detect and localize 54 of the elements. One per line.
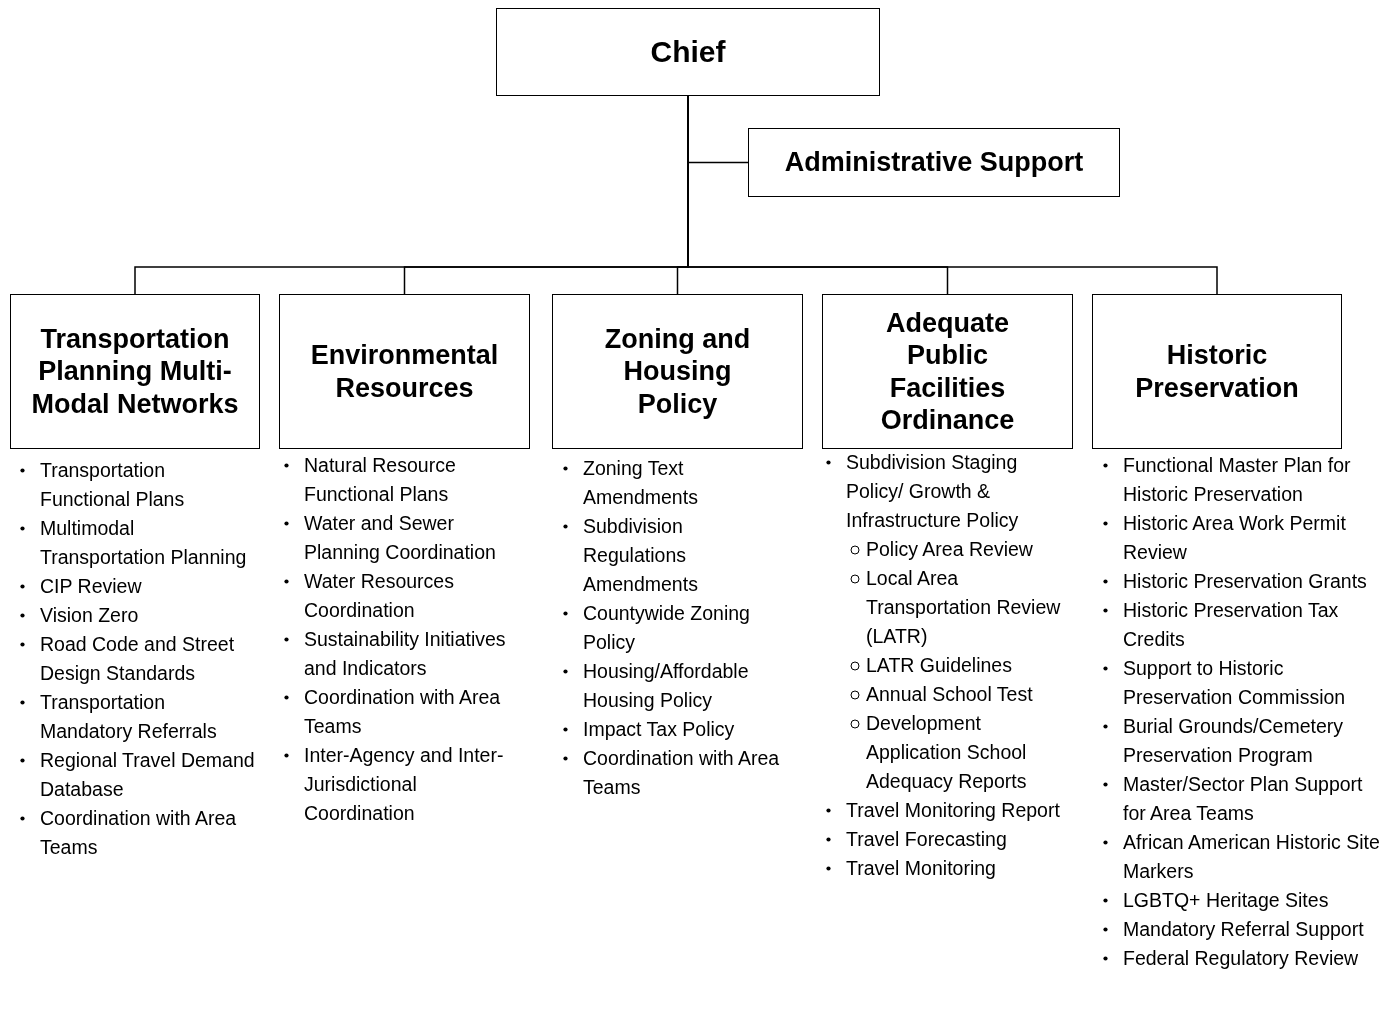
list-item: African American Historic Site Markers xyxy=(1123,831,1380,882)
list-item: Coordination with Area Teams xyxy=(583,747,780,798)
box-title: Administrative Support xyxy=(784,146,1084,179)
list-item: Subdivision Regulations Amendments xyxy=(583,515,698,595)
org-box xyxy=(10,294,260,449)
list-item: Water and Sewer Planning Coordination xyxy=(304,512,496,563)
list-item: CIP Review xyxy=(40,575,142,597)
list-item: Federal Regulatory Review xyxy=(1123,947,1359,969)
box-title: Zoning and Housing Policy xyxy=(603,322,752,421)
list-item: Historic Preservation Tax Credits xyxy=(1123,599,1339,650)
box-title: Transportation Planning Multi-Modal Networks xyxy=(30,322,240,421)
box-title: Adequate Public Facilities Ordinance xyxy=(879,306,1016,437)
list-item: Burial Grounds/Cemetery Preservation Program xyxy=(1123,715,1343,766)
org-box xyxy=(748,128,1120,197)
list-item: Travel Monitoring Report xyxy=(846,799,1060,821)
list-item: Historic Preservation Grants xyxy=(1123,570,1367,592)
list-item: Master/Sector Plan Support for Area Teams xyxy=(1123,773,1363,824)
list-item: LGBTQ+ Heritage Sites xyxy=(1123,889,1329,911)
list-item: Housing/Affordable Housing Policy xyxy=(583,660,749,711)
org-box xyxy=(496,8,880,96)
list-item: Historic Area Work Permit Review xyxy=(1123,512,1346,563)
list-item: LATR Guidelines xyxy=(866,654,1012,676)
list-item: Sustainability Initiatives and Indicators xyxy=(304,628,506,679)
list-item: Travel Monitoring xyxy=(846,857,996,879)
list-item: Mandatory Referral Support xyxy=(1123,918,1364,940)
list-item: Subdivision Staging Policy/ Growth & Infrastructure Policy xyxy=(846,451,1019,531)
org-box xyxy=(552,294,803,449)
list-item: Policy Area Review xyxy=(866,538,1033,560)
list-item: Functional Master Plan for Historic Preservation xyxy=(1123,454,1351,505)
list-item: Travel Forecasting xyxy=(846,828,1007,850)
list-item: Coordination with Area Teams xyxy=(40,807,237,858)
box-title: Environmental Resources xyxy=(309,339,500,404)
box-title: Historic Preservation xyxy=(1134,339,1300,404)
list-item: Impact Tax Policy xyxy=(583,718,735,740)
list-item: Transportation Mandatory Referrals xyxy=(40,691,217,742)
list-item: Zoning Text Amendments xyxy=(583,457,698,508)
list-item: Annual School Test xyxy=(866,683,1033,705)
list-item: Vision Zero xyxy=(40,604,139,626)
list-item: Natural Resource Functional Plans xyxy=(304,454,456,505)
list-item: Inter-Agency and Inter-Jurisdictional Coordination xyxy=(304,744,504,824)
org-box xyxy=(1092,294,1342,449)
list-item: Multimodal Transportation Planning xyxy=(40,517,247,568)
box-title: Chief xyxy=(650,34,726,70)
list-item: Road Code and Street Design Standards xyxy=(40,633,235,684)
list-item: Regional Travel Demand Database xyxy=(40,749,255,800)
list-item: Support to Historic Preservation Commission xyxy=(1123,657,1346,708)
list-item: Development Application School Adequacy Reports xyxy=(866,712,1027,792)
list-item: Countywide Zoning Policy xyxy=(583,602,750,653)
list-item: Local Area Transportation Review (LATR) xyxy=(866,567,1061,647)
org-box xyxy=(822,294,1073,449)
list-item: Coordination with Area Teams xyxy=(304,686,501,737)
list-item: Transportation Functional Plans xyxy=(40,459,185,510)
list-item: Water Resources Coordination xyxy=(304,570,454,621)
org-box xyxy=(279,294,530,449)
